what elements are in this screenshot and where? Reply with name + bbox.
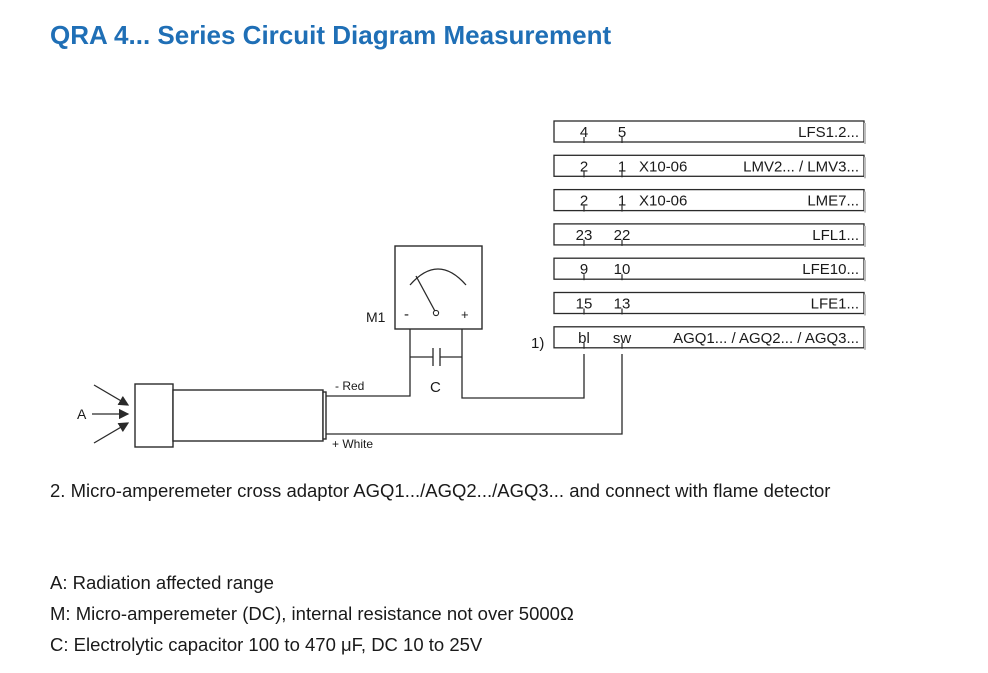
device-label: LFL1... (812, 227, 859, 244)
device-label: AGQ1... / AGQ2... / AGQ3... (673, 330, 859, 347)
page-title: QRA 4... Series Circuit Diagram Measurem… (50, 20, 612, 50)
terminal-number-2: 10 (614, 261, 631, 278)
legend: A: Radiation affected range M: Micro-amp… (50, 567, 574, 660)
device-label: LFS1.2... (798, 124, 859, 141)
terminal-row: 2 1 X10-06 LMV2... / LMV3... (553, 154, 866, 179)
legend-item-capacitor: C: Electrolytic capacitor 100 to 470 μF,… (50, 634, 483, 655)
diagram-caption: 2. Micro-amperemeter cross adaptor AGQ1.… (50, 480, 831, 501)
terminal-number-1: bl (578, 330, 590, 347)
wiring (326, 354, 623, 435)
terminal-row: 23 22 LFL1... (553, 223, 866, 247)
device-label: LFE10... (802, 261, 859, 278)
device-label: LFE1... (811, 296, 859, 313)
meter-needle (415, 275, 437, 314)
terminal-number-1: 9 (580, 261, 588, 278)
capacitor-label: C (430, 379, 441, 396)
detector-connector (322, 391, 327, 440)
capacitor (409, 329, 463, 366)
terminal-number-2: 1 (618, 193, 626, 210)
flame-detector (134, 383, 327, 448)
device-label: LMV2... / LMV3... (743, 158, 859, 175)
radiation-arrow-lower (93, 422, 130, 444)
terminal-number-2: 13 (614, 296, 631, 313)
terminal-row: 15 13 LFE1... (553, 291, 866, 316)
meter-label: M1 (366, 309, 386, 325)
meter-minus-label: - (404, 306, 409, 323)
terminal-model: X10-06 (639, 193, 687, 210)
radiation-arrows (92, 384, 130, 444)
meter-plus-label: + (461, 307, 469, 322)
terminal-model: X10-06 (639, 158, 687, 175)
terminal-number-1: 4 (580, 124, 588, 141)
terminal-number-1: 15 (576, 296, 593, 313)
terminal-number-2: sw (613, 330, 632, 347)
terminal-row: 4 5 LFS1.2... (553, 120, 866, 144)
meter-to-bl-wire (461, 354, 585, 399)
terminal-row: bl sw AGQ1... / AGQ2... / AGQ3... (553, 326, 866, 350)
footnote-marker: 1) (531, 335, 544, 352)
terminal-number-1: 23 (576, 227, 593, 244)
radiation-label: A (77, 406, 87, 422)
detector-head (134, 383, 174, 448)
white-wire (326, 354, 623, 435)
red-wire-label: - Red (335, 379, 364, 393)
radiation-arrow-upper (93, 384, 130, 406)
legend-item-radiation: A: Radiation affected range (50, 572, 274, 593)
device-label: LME7... (807, 193, 859, 210)
terminal-row: 2 1 X10-06 LME7... (553, 188, 866, 213)
red-wire (326, 357, 411, 397)
meter-pivot (432, 309, 440, 317)
terminal-number-2: 22 (614, 227, 631, 244)
terminal-row: 9 10 LFE10... (553, 257, 866, 282)
terminal-number-1: 2 (580, 158, 588, 175)
detector-body (172, 389, 324, 442)
micro-amperemeter: - + M1 (366, 245, 483, 330)
white-wire-label: + White (332, 437, 373, 451)
legend-item-meter: M: Micro-amperemeter (DC), internal resi… (50, 603, 574, 624)
terminal-number-2: 1 (618, 158, 626, 175)
terminal-number-1: 2 (580, 193, 588, 210)
meter-scale-arc (409, 268, 467, 286)
terminal-number-2: 5 (618, 124, 626, 141)
meter-body (394, 245, 483, 330)
